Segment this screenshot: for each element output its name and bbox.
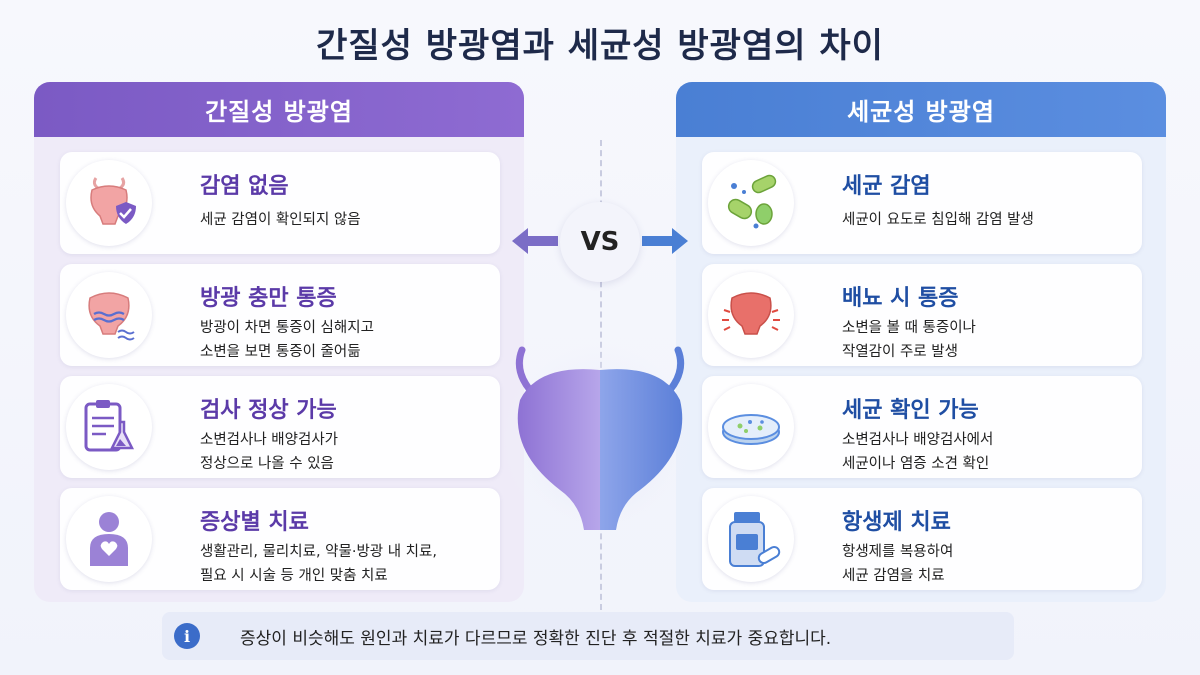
footer-note: i 증상이 비슷해도 원인과 치료가 다르므로 정확한 진단 후 적절한 치료가…	[162, 612, 1014, 660]
left-card-fullness-pain: 방광 충만 통증 방광이 차면 통증이 심해지고 소변을 보면 통증이 줄어듦	[60, 264, 500, 366]
card-title: 세균 확인 가능	[842, 398, 979, 423]
card-desc: 소변검사나 배양검사가 정상으로 나올 수 있음	[200, 432, 339, 472]
left-card-normal-test: 검사 정상 가능 소변검사나 배양검사가 정상으로 나올 수 있음	[60, 376, 500, 478]
info-icon: i	[174, 623, 200, 649]
right-card-urination-pain: 배뇨 시 통증 소변을 볼 때 통증이나 작열감이 주로 발생	[702, 264, 1142, 366]
card-title: 방광 충만 통증	[200, 286, 337, 311]
right-card-antibiotics: 항생제 치료 항생제를 복용하여 세균 감염을 치료	[702, 488, 1142, 590]
clipboard-flask-icon	[66, 384, 152, 470]
card-title: 배뇨 시 통증	[842, 286, 959, 311]
bacterial-cystitis-panel: 세균성 방광염 세균 감염 세균이 요도로 침입해 감염 발생 배뇨 시	[676, 82, 1166, 602]
bladder-pain-icon	[66, 272, 152, 358]
card-title: 감염 없음	[200, 174, 289, 199]
card-desc: 항생제를 복용하여 세균 감염을 치료	[842, 544, 954, 584]
bladder-shield-icon	[66, 160, 152, 246]
right-arrow-icon	[642, 228, 688, 254]
page-title: 간질성 방광염과 세균성 방광염의 차이	[316, 26, 884, 66]
card-desc: 소변검사나 배양검사에서 세균이나 염증 소견 확인	[842, 432, 994, 472]
left-arrow-icon	[512, 228, 558, 254]
right-card-bacteria-confirm: 세균 확인 가능 소변검사나 배양검사에서 세균이나 염증 소견 확인	[702, 376, 1142, 478]
left-card-no-infection: 감염 없음 세균 감염이 확인되지 않음	[60, 152, 500, 254]
left-panel-header: 간질성 방광염	[34, 82, 524, 137]
interstitial-cystitis-panel: 간질성 방광염 감염 없음 세균 감염이 확인되지 않음	[34, 82, 524, 602]
pill-bottle-icon	[708, 496, 794, 582]
right-card-infection: 세균 감염 세균이 요도로 침입해 감염 발생	[702, 152, 1142, 254]
vs-badge: VS	[560, 202, 640, 282]
left-card-custom-treatment: 증상별 치료 생활관리, 물리치료, 약물·방광 내 치료, 필요 시 시술 등…	[60, 488, 500, 590]
person-heart-icon	[66, 496, 152, 582]
card-desc: 소변을 볼 때 통증이나 작열감이 주로 발생	[842, 320, 976, 360]
bladder-burning-icon	[708, 272, 794, 358]
card-desc: 방광이 차면 통증이 심해지고 소변을 보면 통증이 줄어듦	[200, 320, 374, 360]
bladder-illustration	[500, 330, 700, 550]
card-title: 세균 감염	[842, 174, 931, 199]
card-desc: 세균이 요도로 침입해 감염 발생	[842, 212, 1034, 228]
card-desc: 세균 감염이 확인되지 않음	[200, 212, 361, 228]
card-title: 항생제 치료	[842, 510, 951, 535]
right-panel-header: 세균성 방광염	[676, 82, 1166, 137]
card-title: 증상별 치료	[200, 510, 309, 535]
footer-text: 증상이 비슷해도 원인과 치료가 다르므로 정확한 진단 후 적절한 치료가 중…	[240, 628, 832, 649]
petri-dish-icon	[708, 384, 794, 470]
bacteria-icon	[708, 160, 794, 246]
card-title: 검사 정상 가능	[200, 398, 337, 423]
card-desc: 생활관리, 물리치료, 약물·방광 내 치료, 필요 시 시술 등 개인 맞춤 …	[200, 544, 437, 584]
